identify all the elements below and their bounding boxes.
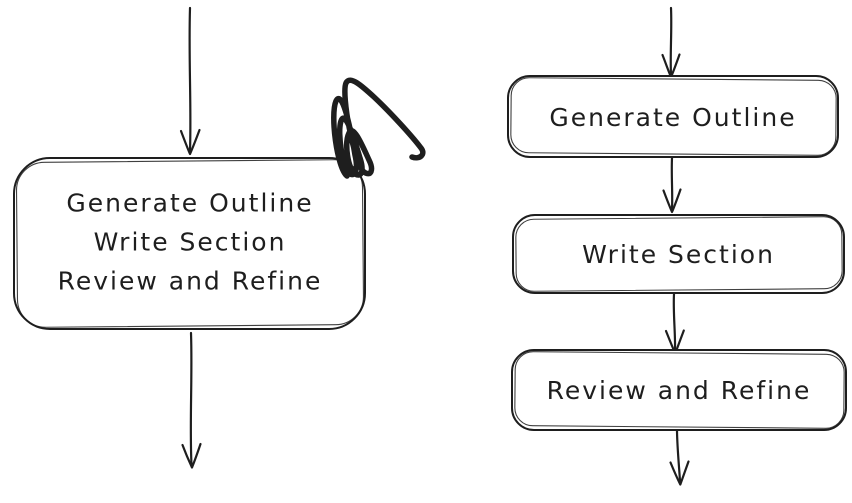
step-box-review-and-refine: Review and Refine [511, 349, 847, 431]
combined-box-line-1: Generate Outline [66, 189, 313, 218]
down-arrow-icon [664, 292, 685, 355]
down-arrow-icon [669, 429, 690, 486]
combined-box-line-2: Write Section [94, 228, 287, 257]
step-box-write-section: Write Section [512, 214, 845, 294]
step-box-generate-outline: Generate Outline [507, 75, 839, 158]
down-arrow-icon [662, 156, 682, 214]
step-box-label: Write Section [582, 240, 775, 269]
down-arrow-icon [179, 6, 201, 156]
left-flow: Generate Outline Write Section Review an… [13, 6, 426, 469]
right-flow: Generate Outline Write Section [507, 6, 847, 486]
step-box-label: Review and Refine [547, 376, 812, 405]
scribble-mark-icon [331, 77, 426, 179]
combined-box-line-3: Review and Refine [58, 267, 323, 296]
down-arrow-icon [661, 6, 681, 79]
combined-steps-box: Generate Outline Write Section Review an… [13, 157, 366, 330]
down-arrow-icon [181, 331, 202, 469]
step-box-label: Generate Outline [549, 103, 796, 132]
